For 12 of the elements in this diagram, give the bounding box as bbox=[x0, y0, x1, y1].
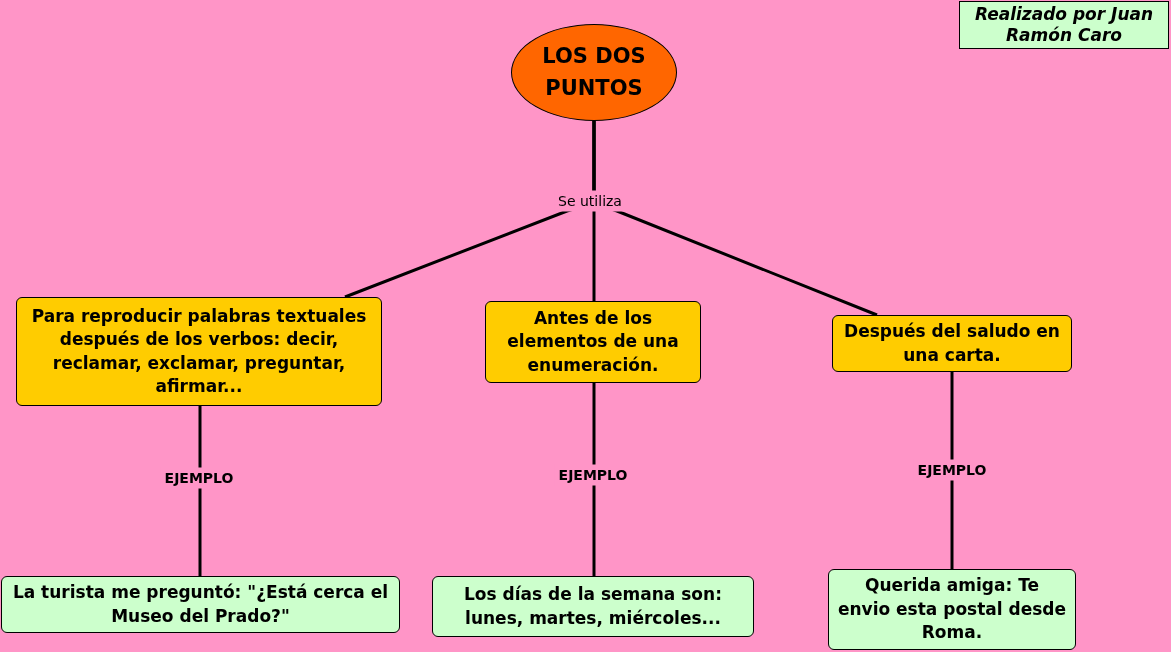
connector-line bbox=[592, 121, 878, 317]
example-box: Querida amiga: Te envio esta postal desde Roma. bbox=[828, 569, 1076, 650]
use-box: Después del saludo en una carta. bbox=[832, 315, 1072, 372]
connector-line bbox=[592, 383, 596, 576]
credit-box: Realizado por Juan Ramón Caro bbox=[959, 1, 1169, 49]
connector-line bbox=[950, 372, 954, 569]
use-box: Antes de los elementos de una enumeración. bbox=[485, 301, 701, 383]
use-box: Para reproducir palabras textuales después de los verbos: decir, reclamar, exclamar, preguntar, afirmar... bbox=[16, 297, 382, 406]
connector-line bbox=[198, 406, 202, 576]
example-box: Los días de la semana son: lunes, martes, miércoles... bbox=[432, 576, 754, 637]
topic-ellipse: LOS DOS PUNTOS bbox=[511, 24, 677, 121]
example-box: La turista me preguntó: "¿Está cerca el Museo del Prado?" bbox=[1, 576, 400, 633]
